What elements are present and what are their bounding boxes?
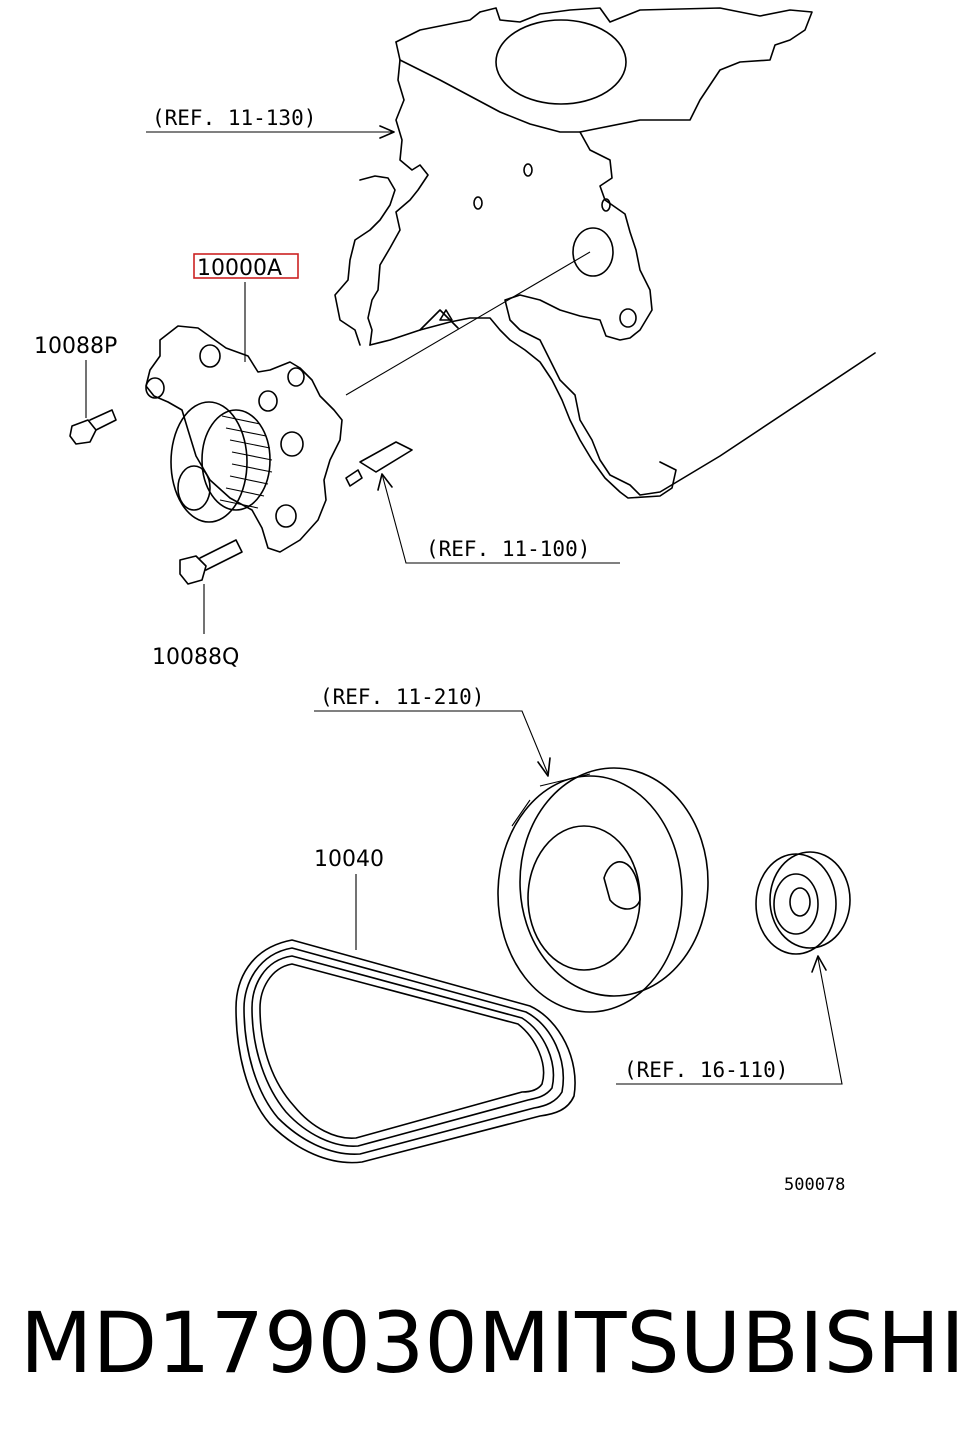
idler-pulley-drawing bbox=[755, 851, 851, 955]
ref-seal-label[interactable]: (REF. 11-100) bbox=[426, 537, 590, 561]
seal-drawing bbox=[345, 441, 413, 487]
water-pump-drawing[interactable] bbox=[145, 325, 343, 553]
brand-name: MITSUBISHI bbox=[477, 1294, 960, 1392]
diagram-number: 500078 bbox=[784, 1175, 845, 1195]
bolt-10088q-drawing[interactable]: 10088Q bbox=[152, 539, 243, 670]
assembly-centerline bbox=[345, 251, 591, 396]
bolt-10088p-drawing[interactable]: 10088P bbox=[34, 334, 117, 445]
reference-11-210[interactable]: (REF. 11-210) bbox=[314, 685, 551, 777]
ref-idler-label[interactable]: (REF. 16-110) bbox=[624, 1058, 788, 1082]
crankshaft-pulley-drawing bbox=[497, 767, 709, 1013]
highlight-box bbox=[193, 253, 299, 279]
bolt-q-part-label[interactable]: 10088Q bbox=[152, 645, 239, 670]
callout-water-pump[interactable]: 10000A bbox=[193, 253, 299, 362]
reference-11-130[interactable]: (REF. 11-130) bbox=[146, 106, 395, 139]
part-number: MD179030 bbox=[20, 1294, 478, 1392]
belt-part-label[interactable]: 10040 bbox=[314, 847, 384, 872]
engine-block-drawing bbox=[334, 7, 876, 499]
product-caption: MD179030 MITSUBISHI bbox=[20, 1288, 960, 1398]
reference-16-110[interactable]: (REF. 16-110) bbox=[616, 955, 843, 1085]
reference-11-100[interactable]: (REF. 11-100) bbox=[377, 473, 620, 564]
water-pump-part-label[interactable]: 10000A bbox=[197, 256, 282, 281]
bolt-p-part-label[interactable]: 10088P bbox=[34, 334, 117, 359]
ref-crank-pulley-label[interactable]: (REF. 11-210) bbox=[320, 685, 484, 709]
ref-block-label[interactable]: (REF. 11-130) bbox=[152, 106, 316, 130]
drive-belt-drawing[interactable]: 10040 bbox=[235, 847, 576, 1164]
